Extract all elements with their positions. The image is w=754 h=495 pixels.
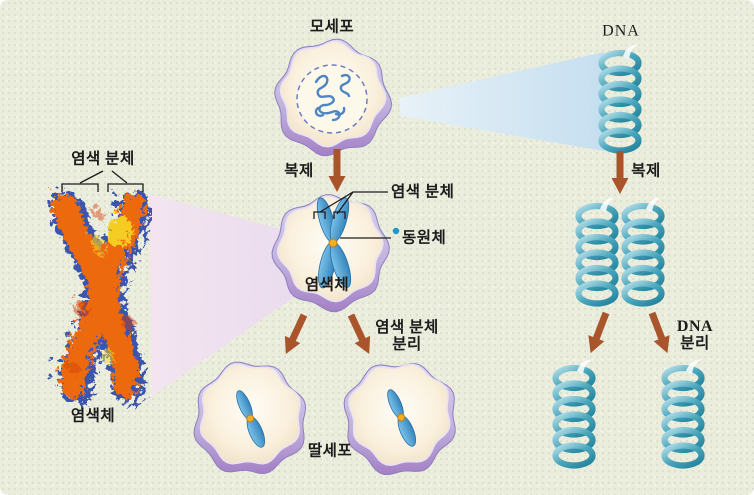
- photo-chromosome: [45, 186, 148, 399]
- magnify-beam-dna: [399, 52, 604, 151]
- dna-helix-coil: [598, 44, 642, 154]
- chromatid-bracket: [313, 211, 326, 219]
- photo-highlight-patch: [103, 212, 129, 244]
- centromere-dot: [328, 238, 338, 248]
- chromatin-squiggle: [314, 73, 351, 122]
- mother-cell-label: 모세포: [309, 18, 355, 36]
- photo-bracket: [107, 183, 144, 192]
- photo-callout-line: [79, 170, 104, 184]
- dna-separation-line1: DNA: [676, 318, 714, 335]
- arrow-separation-right: [343, 311, 377, 358]
- photo-chromosome-label: 염색체: [70, 407, 116, 425]
- nucleus-outline: [296, 64, 368, 134]
- arrow-replicate-dna: [611, 151, 629, 194]
- photo-chromosome-body: [49, 190, 144, 395]
- cell-chromatid-label: 염색 분체: [391, 183, 455, 201]
- photo-callout-line: [111, 170, 128, 184]
- daughter-cell-label: 딸세포: [307, 442, 353, 460]
- replicate-center-label: 복제: [284, 162, 314, 180]
- cell-chromosome-label: 염색체: [304, 276, 350, 294]
- chromatid-separation-line1: 염색 분체: [375, 319, 439, 336]
- arrow-separation-left: [278, 311, 312, 358]
- chromosome-x: [316, 197, 352, 289]
- arrow-dna-separation-left: [582, 309, 614, 357]
- dna-helix-coil: [621, 197, 665, 307]
- dna-helix-coil: [575, 197, 619, 307]
- chromatid-callout-line: [336, 191, 354, 215]
- dna-separation-label: DNA 분리: [677, 318, 713, 352]
- arrow-replicate-center: [328, 149, 346, 192]
- helix-tip-highlight: [577, 359, 591, 374]
- helix-layer: [552, 44, 705, 469]
- dna-helix-coil: [552, 359, 596, 469]
- chromatid-separation-label: 염색 분체 분리: [375, 319, 438, 353]
- helix-tip-highlight: [600, 197, 614, 212]
- chromatid-separation-line2: 분리: [392, 336, 422, 353]
- daughter-chromatid-right: [387, 389, 417, 447]
- chromatid-bracket: [333, 211, 346, 219]
- photo-bracket: [61, 183, 99, 192]
- annotations: [61, 170, 400, 239]
- dna-label: DNA: [602, 22, 640, 40]
- centromere-dot: [246, 414, 255, 423]
- helix-tip-highlight: [686, 359, 700, 374]
- arrow-dna-separation-right: [644, 309, 676, 357]
- centromere-label: 동원체: [402, 229, 447, 247]
- dna-separation-line2: 분리: [680, 335, 710, 352]
- magnify-beam-chromosome: [149, 194, 301, 396]
- helix-tip-highlight: [623, 44, 637, 59]
- centromere-bullet-dot: [392, 227, 400, 235]
- photo-chromatid-label: 염색 분체: [71, 150, 135, 168]
- helix-tip-highlight: [646, 197, 660, 212]
- centromere-dot: [397, 413, 406, 422]
- nucleus-group: [296, 64, 368, 134]
- replicate-dna-label: 복제: [631, 162, 661, 180]
- daughter-chromatid-left: [236, 390, 266, 448]
- dna-helix-coil: [661, 359, 705, 469]
